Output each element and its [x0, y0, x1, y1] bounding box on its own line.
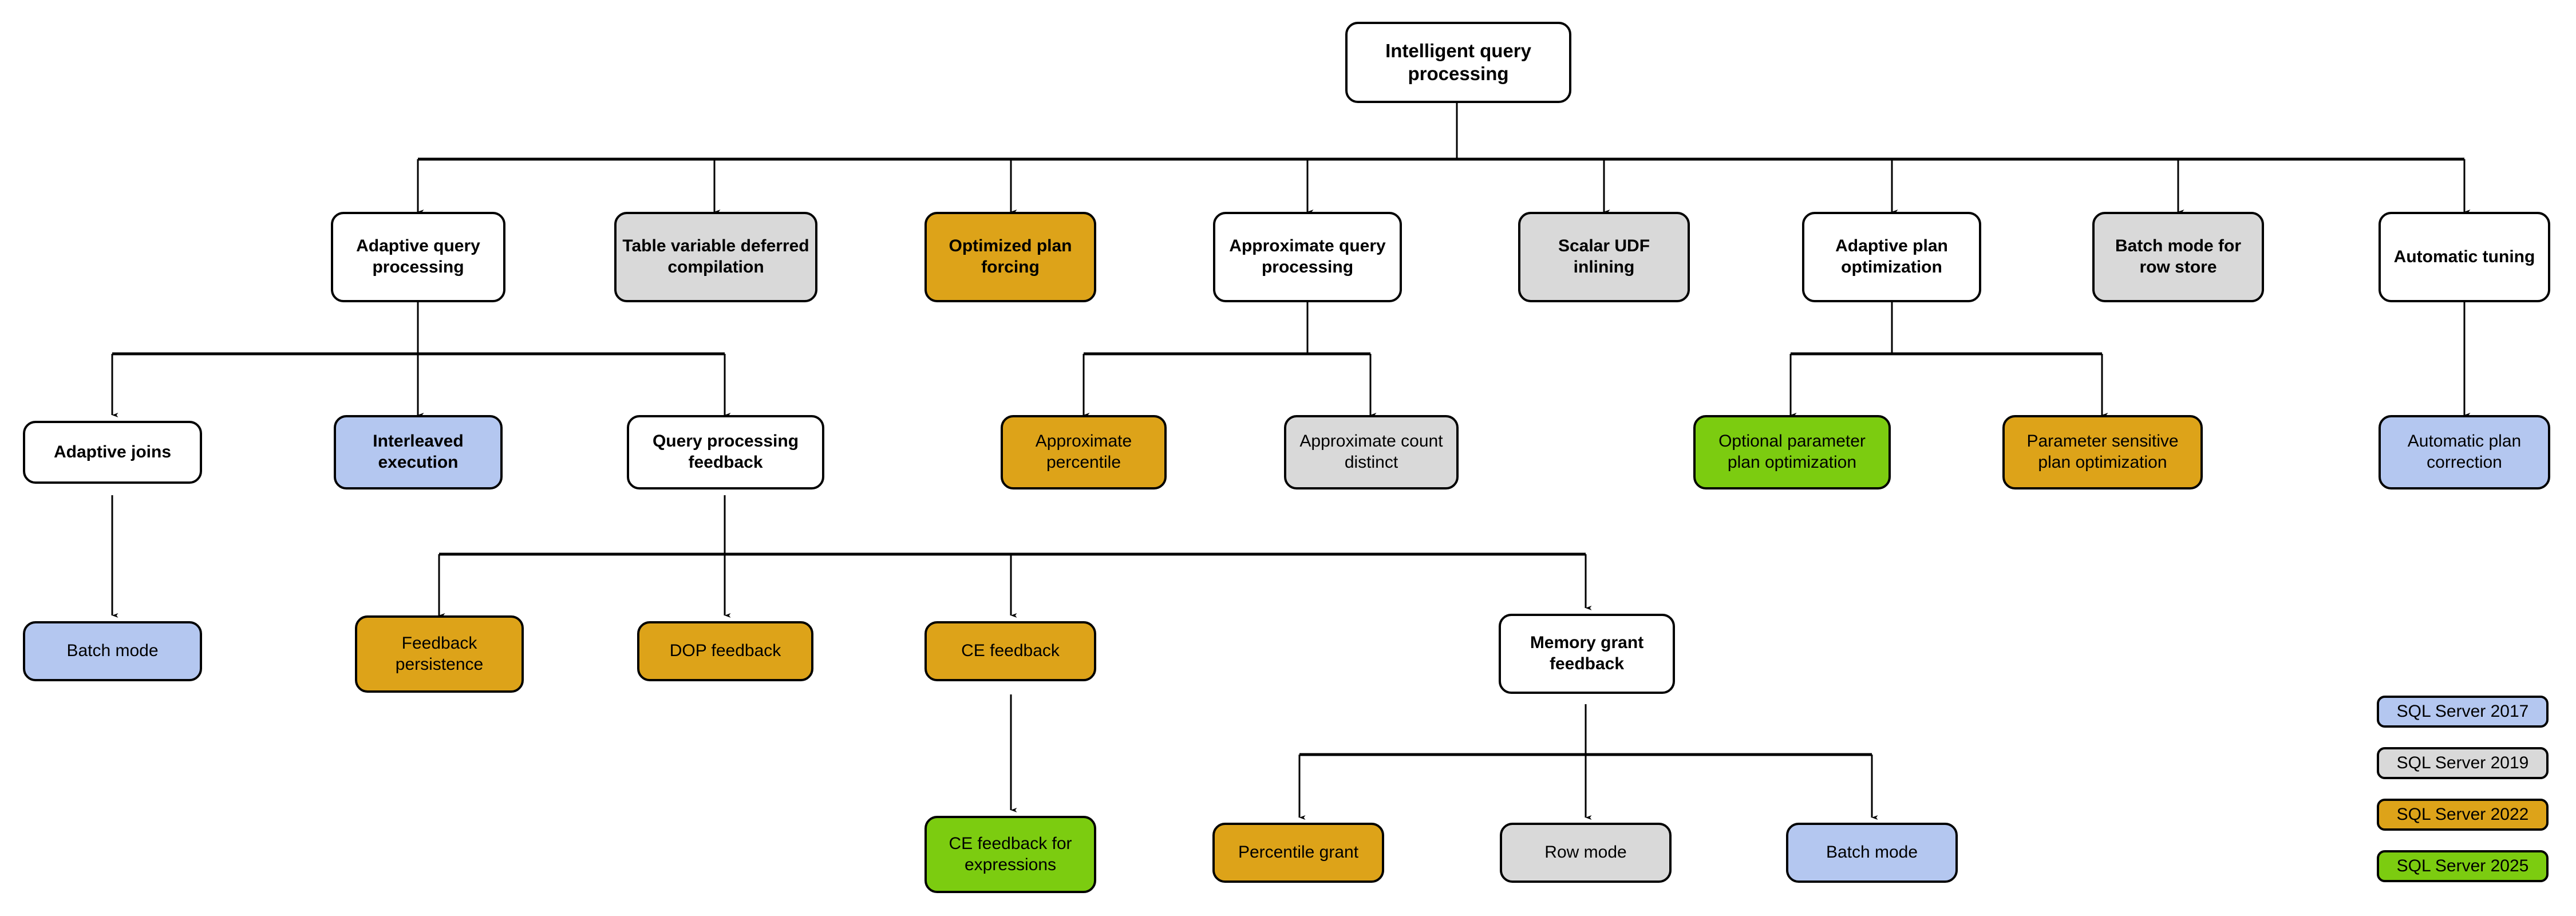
legend-item-sql-server-2022[interactable]: SQL Server 2022	[2377, 799, 2549, 831]
legend-label: SQL Server 2022	[2396, 805, 2529, 824]
node-batch-mode-memory-grant[interactable]: Batch mode	[1786, 823, 1958, 883]
node-ce-feedback-for-expressions[interactable]: CE feedback for expressions	[924, 816, 1096, 893]
node-label: Batch mode	[1826, 843, 1918, 862]
node-label: Percentile grant	[1238, 843, 1359, 862]
node-batch-mode-for-row-store[interactable]: Batch mode for row store	[2092, 212, 2264, 302]
node-approximate-query-processing[interactable]: Approximate query processing	[1213, 212, 1402, 302]
node-label: Automatic plan correction	[2407, 432, 2522, 472]
node-query-processing-feedback[interactable]: Query processing feedback	[627, 415, 824, 489]
legend-item-sql-server-2025[interactable]: SQL Server 2025	[2377, 850, 2549, 882]
node-row-mode[interactable]: Row mode	[1500, 823, 1672, 883]
node-label: Adaptive plan optimization	[1835, 236, 1948, 277]
node-label: Feedback persistence	[395, 633, 484, 674]
node-adaptive-joins[interactable]: Adaptive joins	[23, 421, 202, 484]
node-label: Query processing feedback	[652, 432, 799, 472]
node-label: Approximate percentile	[1035, 432, 1132, 472]
node-label: DOP feedback	[669, 641, 781, 661]
node-label: Row mode	[1544, 843, 1627, 862]
node-label: CE feedback for expressions	[949, 834, 1072, 874]
legend-label: SQL Server 2019	[2396, 753, 2529, 772]
node-label: Batch mode	[66, 641, 159, 661]
node-label: Approximate query processing	[1229, 236, 1386, 277]
node-label: CE feedback	[961, 641, 1060, 661]
node-memory-grant-feedback[interactable]: Memory grant feedback	[1499, 614, 1675, 694]
node-label: Batch mode for row store	[2115, 236, 2242, 277]
node-parameter-sensitive-plan-optimization[interactable]: Parameter sensitive plan optimization	[2002, 415, 2203, 489]
node-scalar-udf-inlining[interactable]: Scalar UDF inlining	[1518, 212, 1690, 302]
node-optimized-plan-forcing[interactable]: Optimized plan forcing	[924, 212, 1096, 302]
node-feedback-persistence[interactable]: Feedback persistence	[355, 615, 524, 693]
node-label: Scalar UDF inlining	[1558, 236, 1650, 277]
node-automatic-tuning[interactable]: Automatic tuning	[2379, 212, 2550, 302]
legend-item-sql-server-2019[interactable]: SQL Server 2019	[2377, 747, 2549, 779]
node-label: Adaptive joins	[53, 442, 172, 461]
node-ce-feedback[interactable]: CE feedback	[924, 621, 1096, 681]
legend-item-sql-server-2017[interactable]: SQL Server 2017	[2377, 696, 2549, 728]
node-intelligent-query-processing[interactable]: Intelligent query processing	[1345, 22, 1571, 103]
node-percentile-grant[interactable]: Percentile grant	[1212, 823, 1384, 883]
node-table-variable-deferred-compilation[interactable]: Table variable deferred compilation	[614, 212, 817, 302]
node-label: Table variable deferred compilation	[622, 236, 809, 277]
node-label: Intelligent query processing	[1385, 40, 1531, 84]
node-adaptive-plan-optimization[interactable]: Adaptive plan optimization	[1802, 212, 1981, 302]
node-batch-mode-adaptive-joins[interactable]: Batch mode	[23, 621, 202, 681]
node-label: Optional parameter plan optimization	[1718, 432, 1866, 472]
node-optional-parameter-plan-optimization[interactable]: Optional parameter plan optimization	[1693, 415, 1891, 489]
node-interleaved-execution[interactable]: Interleaved execution	[334, 415, 503, 489]
node-automatic-plan-correction[interactable]: Automatic plan correction	[2379, 415, 2550, 489]
node-label: Adaptive query processing	[356, 236, 480, 277]
node-adaptive-query-processing[interactable]: Adaptive query processing	[331, 212, 505, 302]
legend-label: SQL Server 2025	[2396, 856, 2529, 875]
node-label: Parameter sensitive plan optimization	[2026, 432, 2179, 472]
node-label: Optimized plan forcing	[949, 236, 1072, 277]
node-dop-feedback[interactable]: DOP feedback	[637, 621, 813, 681]
legend-label: SQL Server 2017	[2396, 702, 2529, 721]
node-label: Automatic tuning	[2393, 247, 2535, 266]
node-approximate-percentile[interactable]: Approximate percentile	[1001, 415, 1167, 489]
node-approximate-count-distinct[interactable]: Approximate count distinct	[1284, 415, 1459, 489]
node-label: Memory grant feedback	[1530, 633, 1644, 673]
node-label: Approximate count distinct	[1299, 432, 1443, 472]
node-label: Interleaved execution	[373, 432, 464, 472]
